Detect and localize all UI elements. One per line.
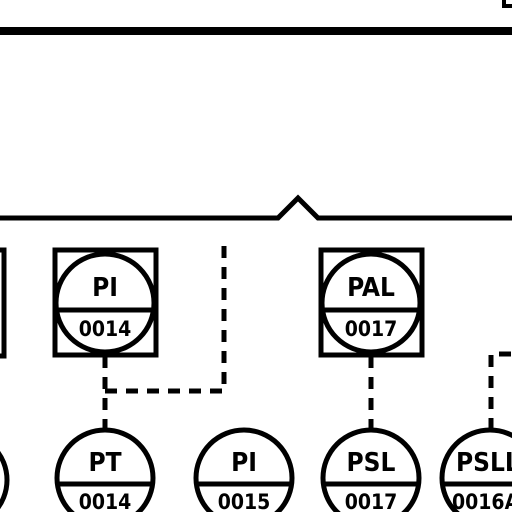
partial-instrument-bubble-left: [0, 450, 10, 510]
instrument-bubble: [320, 427, 422, 512]
instrument-number: 0016A: [452, 490, 512, 512]
instrument-number: 0014: [79, 490, 132, 512]
instrument-number: 0014: [79, 317, 132, 341]
instrument-pal-0017: PAL 0017: [318, 247, 425, 358]
instrument-pt-0014: PT 0014: [54, 427, 156, 512]
instrument-number: 0015: [218, 490, 271, 512]
signal-bus-line: [0, 194, 512, 221]
line-tick-top-right: [502, 0, 512, 8]
instrument-tag: PI: [231, 448, 257, 478]
instrument-number: 0017: [345, 490, 398, 512]
instrument-bubble: [193, 427, 295, 512]
instrument-tag: PT: [88, 448, 121, 478]
instrument-tag: PI: [92, 273, 118, 303]
instrument-bubble: [53, 251, 157, 355]
instrument-pi-0015: PI 0015: [193, 427, 295, 512]
partial-panel-box-left: [0, 247, 7, 359]
instrument-tag: PAL: [347, 273, 395, 303]
instrument-number: 0017: [345, 317, 398, 341]
instrument-pi-0014: PI 0014: [52, 247, 159, 358]
signal-line-psll0016: [488, 351, 512, 430]
instrument-psll-0016a: PSLL 0016A: [439, 427, 512, 512]
instrument-tag: PSLL: [456, 448, 512, 478]
signal-line-pt0014-branch: [105, 243, 227, 394]
instrument-bubble: [54, 427, 156, 512]
instrument-psl-0017: PSL 0017: [320, 427, 422, 512]
instrument-bubble: [439, 427, 512, 512]
instrument-tag: PSL: [347, 448, 396, 478]
instrument-bubble: [319, 251, 423, 355]
